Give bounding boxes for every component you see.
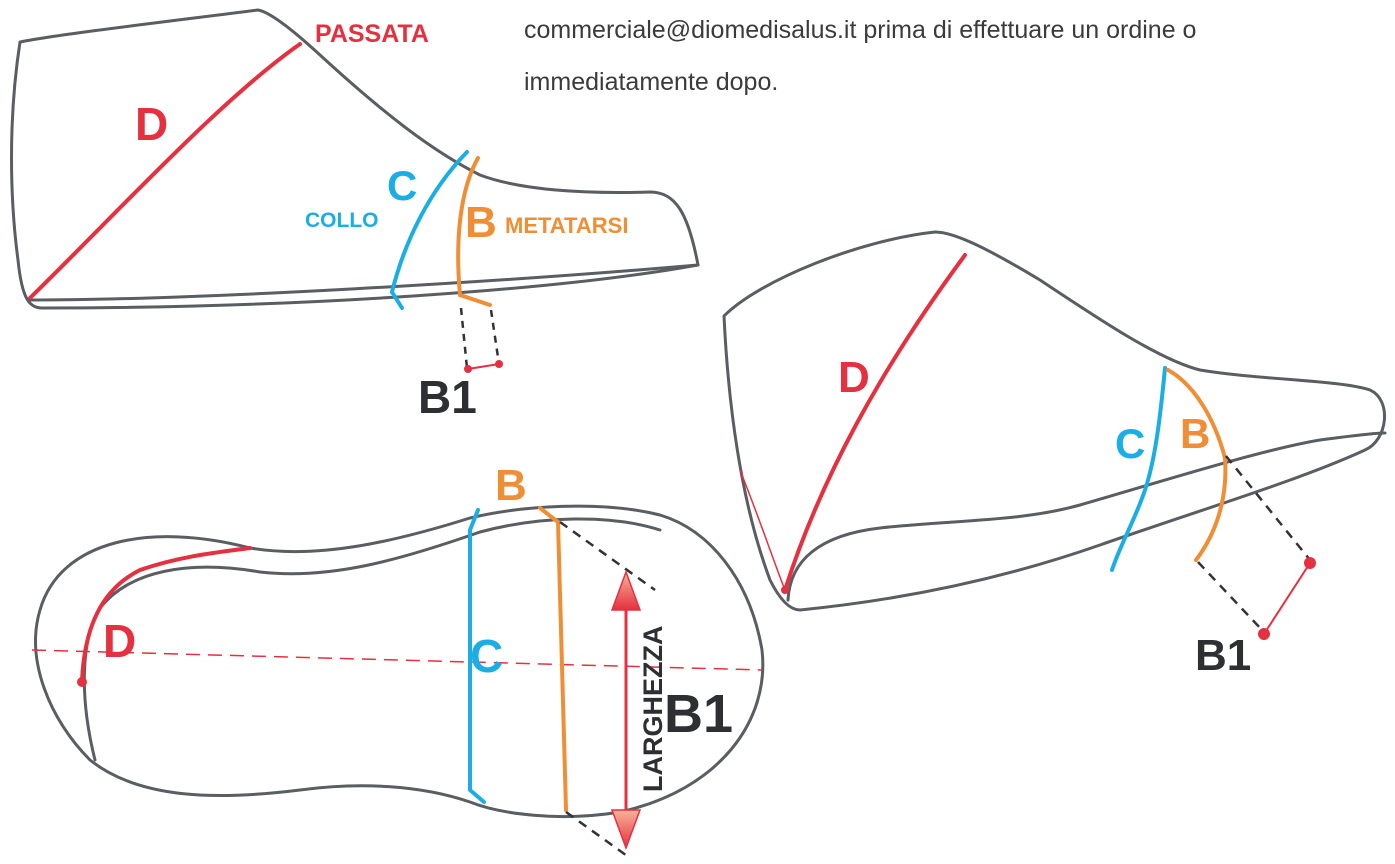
side-view: PASSATA D C COLLO B METATARSI B1 [10, 8, 700, 423]
angled-view: D C B B1 [722, 230, 1387, 680]
passata-line [783, 253, 967, 592]
b1-point [1258, 628, 1270, 640]
b1-point [464, 365, 472, 373]
side-sole-line [28, 263, 700, 302]
passata-line [80, 546, 252, 684]
b1-guide-upper [1225, 455, 1311, 561]
side-last-outline [10, 8, 700, 310]
collo-line [1110, 366, 1167, 572]
collo-label: COLLO [305, 209, 379, 232]
b1-label: B1 [1195, 631, 1251, 680]
collo-line [468, 508, 486, 804]
metatarsi-label: METATARSI [505, 213, 628, 238]
d-label: D [838, 353, 870, 402]
metatarsi-line [1166, 368, 1228, 562]
angled-sole-line [786, 431, 1387, 602]
b-label: B [465, 198, 497, 247]
b1-label: B1 [418, 371, 477, 423]
intro-text: commerciale@diomedisalus.it prima di eff… [524, 4, 1384, 108]
b1-guide-left [459, 307, 469, 369]
d-label: D [103, 615, 136, 667]
angled-last-outline [722, 230, 1386, 612]
c-label: C [470, 630, 503, 682]
b-label: B [495, 461, 527, 510]
collo-line [389, 150, 469, 310]
metatarsi-line [456, 156, 492, 307]
b1-segment [1263, 562, 1311, 635]
passata-label: PASSATA [315, 20, 429, 48]
sole-view: B D C LARGHEZZA B1 [31, 461, 765, 860]
d-label: D [135, 98, 168, 150]
b1-guide-upper [559, 520, 656, 592]
passata-guide [739, 469, 786, 591]
sole-inner-outline [82, 517, 662, 762]
b1-point [1304, 557, 1316, 569]
b1-guide-right [489, 309, 501, 365]
metatarsi-line [538, 506, 568, 812]
c-label: C [1115, 420, 1145, 467]
sole-centerline [31, 649, 763, 671]
b1-guide-lower [1197, 561, 1263, 631]
b1-segment [467, 363, 500, 370]
c-label: C [387, 162, 417, 209]
larghezza-arrowhead-down [610, 809, 642, 851]
passata-line [28, 42, 302, 300]
b1-guide-lower [565, 810, 631, 860]
b1-label: B1 [664, 684, 733, 744]
passata-point [781, 586, 789, 594]
sole-outer-outline [34, 504, 765, 819]
intro-line-1: commerciale@diomedisalus.it prima di eff… [524, 16, 1197, 44]
b-label: B [1180, 410, 1210, 457]
larghezza-label: LARGHEZZA [638, 626, 668, 792]
intro-line-2: immediatamente dopo. [524, 68, 779, 96]
b1-point [495, 360, 503, 368]
larghezza-arrowhead-up [610, 569, 642, 611]
